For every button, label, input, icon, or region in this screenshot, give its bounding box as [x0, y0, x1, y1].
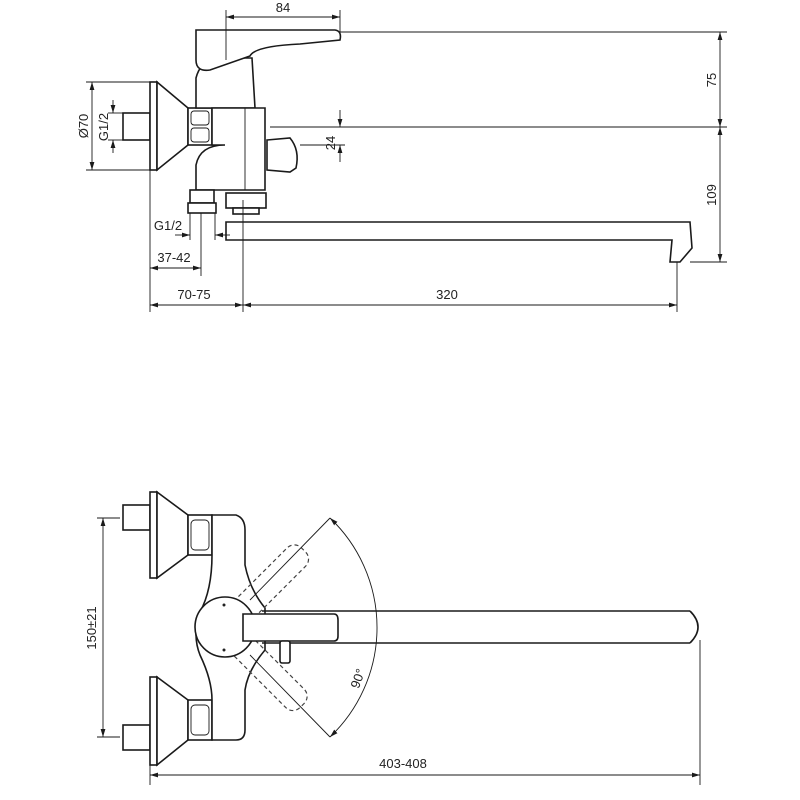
spout	[225, 221, 693, 263]
dim-wall-to-spout: 70-75	[177, 287, 210, 302]
outlet-thread	[187, 189, 217, 214]
aerator	[225, 192, 267, 215]
dim-lever-height: 75	[704, 73, 719, 87]
nut	[187, 107, 213, 146]
dim-centers: 150±21	[84, 606, 99, 649]
lower-wall-flange	[122, 675, 213, 767]
dim-lever-width: 84	[276, 0, 290, 15]
diverter-knob	[266, 137, 298, 173]
dim-inlet-thread: G1/2	[96, 113, 111, 141]
mixer-body	[195, 29, 342, 191]
side-view: 84 75 109 24 Ø70 G1/2 G1/2 37-42 70-75 3…	[76, 0, 727, 312]
dim-outlet-thread: G1/2	[154, 218, 182, 233]
dim-spout-reach: 320	[436, 287, 458, 302]
wall-flange	[122, 80, 189, 172]
top-view: 150±21 90° 403-408	[84, 490, 701, 785]
dim-rotation: 90°	[347, 667, 368, 691]
lever-handle	[242, 613, 339, 642]
dim-flange-diameter: Ø70	[76, 114, 91, 139]
upper-wall-flange	[122, 490, 213, 580]
dim-outlet-offset: 37-42	[157, 250, 190, 265]
rotated-lever-ghost	[218, 544, 310, 712]
dim-spout-height: 109	[704, 184, 719, 206]
dim-diverter: 24	[323, 136, 338, 150]
dim-total-length: 403-408	[379, 756, 427, 771]
diverter-knob-top	[279, 640, 291, 664]
dimension-lines	[86, 10, 727, 312]
top-dimension-lines	[97, 517, 701, 785]
